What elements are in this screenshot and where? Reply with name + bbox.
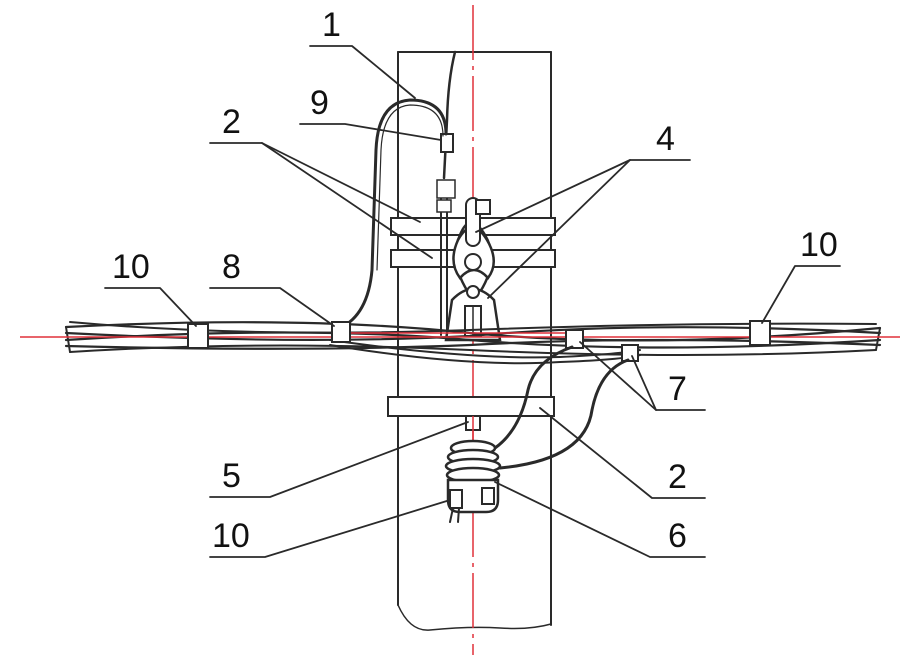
label-4: 4	[656, 120, 675, 158]
label-10-left: 10	[112, 248, 150, 286]
terminal-clip-right	[481, 487, 495, 505]
lower-clamp-band	[387, 396, 555, 417]
clip-7-a	[565, 329, 584, 349]
label-5: 5	[222, 457, 241, 495]
label-6: 6	[668, 517, 687, 555]
cable-spacer-right	[749, 320, 771, 346]
loop-wire	[338, 98, 448, 330]
label-10-right: 10	[800, 226, 838, 264]
top-clip	[440, 133, 454, 153]
label-9: 9	[310, 84, 329, 122]
clip-7-b	[621, 344, 639, 362]
insulator	[444, 415, 502, 484]
terminal-clip	[449, 489, 463, 509]
terminal-tail	[449, 507, 460, 523]
label-1: 1	[322, 6, 341, 44]
cable-spacer-left	[187, 323, 209, 349]
drop-wire-a	[493, 345, 574, 450]
clip-8	[331, 321, 351, 343]
leader-lines	[104, 45, 841, 558]
top-lead-wire	[442, 50, 457, 180]
label-10-bottom: 10	[212, 517, 250, 555]
label-2-top: 2	[222, 103, 241, 141]
label-7: 7	[668, 370, 687, 408]
loop-wire-inner	[376, 104, 444, 271]
label-2-bottom: 2	[668, 458, 687, 496]
suspension-clamp	[444, 197, 502, 342]
label-8: 8	[222, 248, 241, 286]
vertical-rod	[436, 179, 456, 336]
drop-wire-b	[498, 358, 630, 470]
